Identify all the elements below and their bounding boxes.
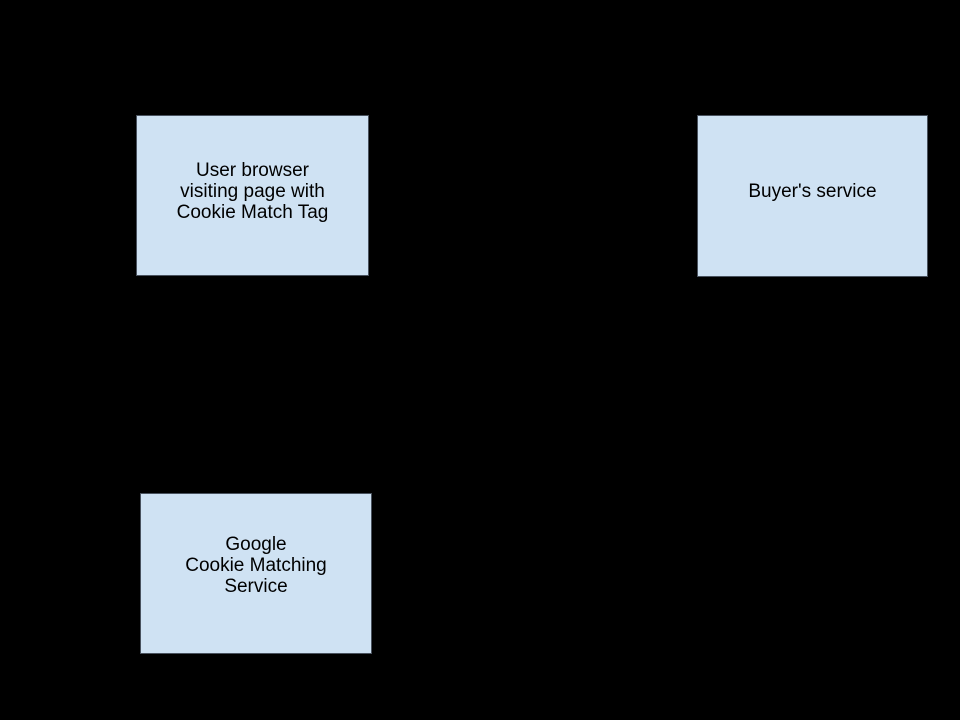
node-user-browser-label: User browser visiting page with Cookie M…	[176, 160, 329, 223]
node-user-browser: User browser visiting page with Cookie M…	[136, 115, 369, 276]
node-google-cookie-matching-service-label: Google Cookie Matching Service	[185, 534, 327, 597]
node-buyers-service: Buyer's service	[697, 115, 928, 277]
node-google-cookie-matching-service: Google Cookie Matching Service	[140, 493, 372, 654]
node-buyers-service-label: Buyer's service	[748, 180, 877, 202]
